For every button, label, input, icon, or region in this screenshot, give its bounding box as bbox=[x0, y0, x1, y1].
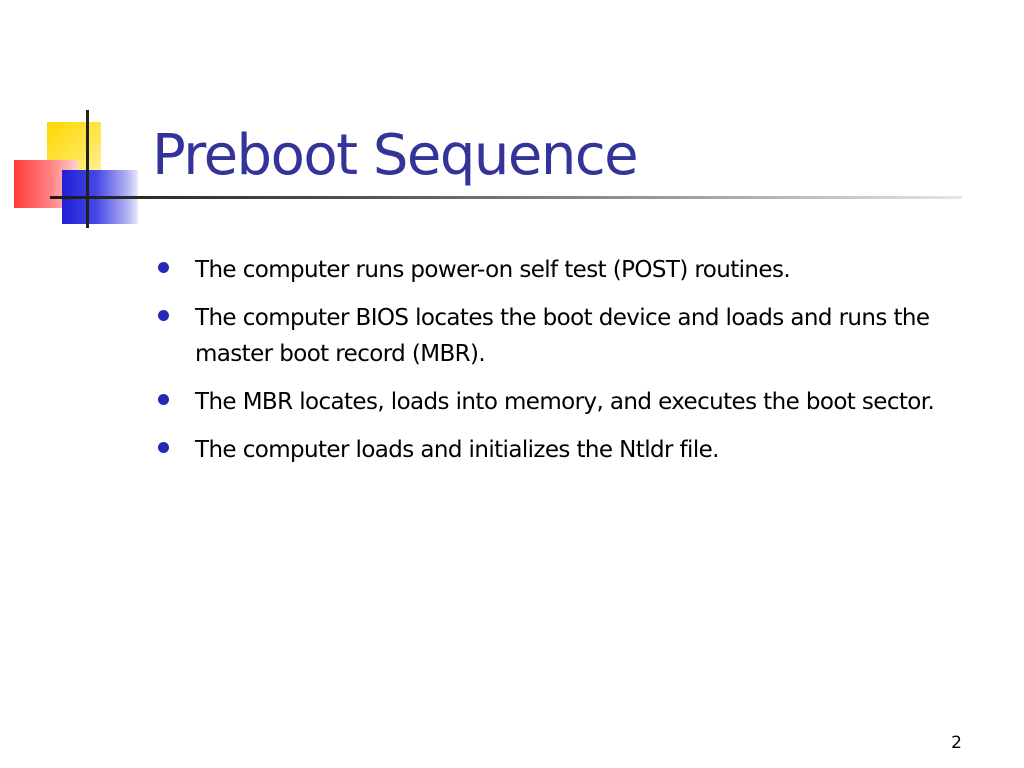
bullet-list: The computer runs power-on self test (PO… bbox=[158, 252, 938, 480]
page-number: 2 bbox=[951, 733, 962, 753]
title-underline bbox=[50, 196, 962, 199]
bullet-item: The computer BIOS locates the boot devic… bbox=[158, 300, 938, 372]
bullet-text: The computer runs power-on self test (PO… bbox=[195, 257, 791, 283]
bullet-item: The MBR locates, loads into memory, and … bbox=[158, 384, 938, 420]
bullet-text: The computer BIOS locates the boot devic… bbox=[195, 305, 930, 367]
decorative-vertical-line bbox=[86, 110, 89, 228]
bullet-text: The MBR locates, loads into memory, and … bbox=[195, 389, 935, 415]
slide-title: Preboot Sequence bbox=[152, 123, 639, 188]
bullet-dot-icon bbox=[158, 262, 169, 273]
bullet-dot-icon bbox=[158, 394, 169, 405]
bullet-dot-icon bbox=[158, 442, 169, 453]
bullet-item: The computer loads and initializes the N… bbox=[158, 432, 938, 468]
bullet-item: The computer runs power-on self test (PO… bbox=[158, 252, 938, 288]
bullet-dot-icon bbox=[158, 310, 169, 321]
bullet-text: The computer loads and initializes the N… bbox=[195, 437, 719, 463]
